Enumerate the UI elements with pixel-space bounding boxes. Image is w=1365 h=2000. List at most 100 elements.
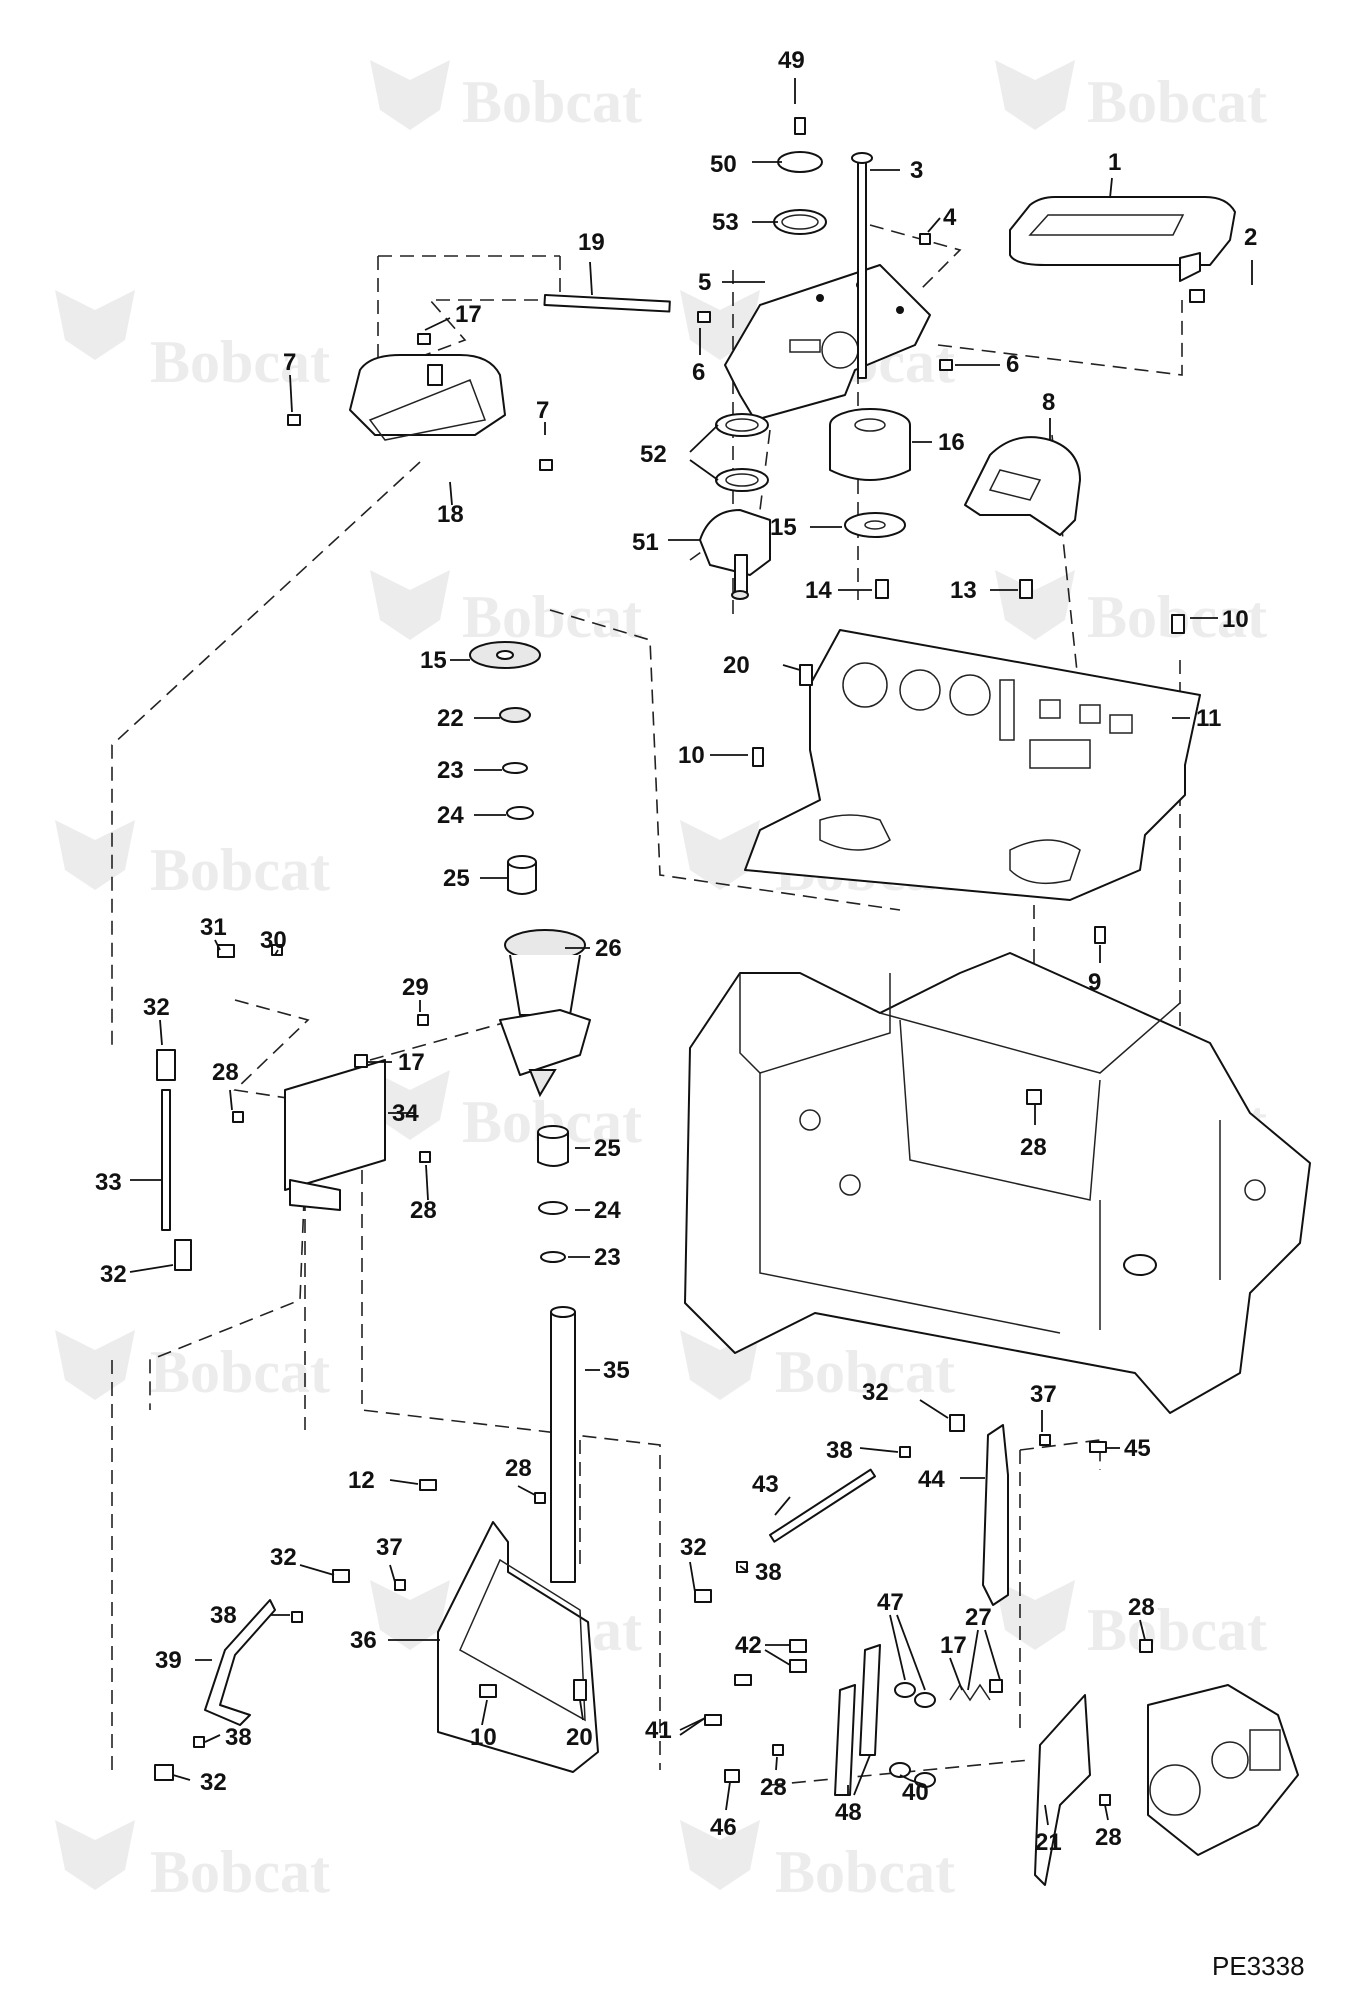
watermark-text: Bobcat <box>150 1839 330 1905</box>
callout-6-left: 6 <box>692 359 705 386</box>
callout-22: 22 <box>437 705 464 732</box>
callout-16: 16 <box>938 429 965 456</box>
callout-47: 47 <box>877 1589 904 1616</box>
handle-left <box>349 354 506 441</box>
bracket-34 <box>284 1059 386 1211</box>
callout-28-left: 28 <box>212 1059 239 1086</box>
callout-53: 53 <box>712 209 739 236</box>
cylinder-16 <box>829 408 911 481</box>
callout-28-bottom-right: 28 <box>1095 1824 1122 1851</box>
dash-panel-11 <box>744 629 1201 901</box>
leader-lines <box>129 78 1253 1826</box>
rod-33 <box>156 1049 192 1271</box>
callout-20-lower: 20 <box>566 1724 593 1751</box>
callout-labels: 49 50 53 3 1 2 4 5 19 17 6 6 7 7 18 52 1… <box>95 47 1257 1856</box>
callout-10-mid: 10 <box>678 742 705 769</box>
callout-10-lower: 10 <box>470 1724 497 1751</box>
callout-8: 8 <box>1042 389 1055 416</box>
callout-20-top: 20 <box>723 652 750 679</box>
watermark-text: Bobcat <box>150 837 330 903</box>
callout-21: 21 <box>1035 1829 1062 1856</box>
callout-28-mid: 28 <box>410 1197 437 1224</box>
callout-1: 1 <box>1108 149 1121 176</box>
watermark-text: Bobcat <box>150 329 330 395</box>
callout-32-upper-left: 32 <box>143 994 170 1021</box>
bracket-plate-36 <box>437 1521 599 1773</box>
callout-28-plate: 28 <box>505 1455 532 1482</box>
callout-42: 42 <box>735 1632 762 1659</box>
callout-7-left: 7 <box>283 349 296 376</box>
column-stack-lower <box>537 1125 569 1263</box>
top-cap-and-ring <box>773 117 873 379</box>
shaft-35 <box>550 1306 576 1583</box>
callout-24-upper: 24 <box>437 802 464 829</box>
callout-7-right: 7 <box>536 397 549 424</box>
callout-23-upper: 23 <box>437 757 464 784</box>
watermark-text: Bobcat <box>462 584 642 650</box>
watermark-15: Bobcat <box>55 1820 330 1905</box>
lever-44 <box>982 1424 1009 1606</box>
callout-32-mid-left: 32 <box>270 1544 297 1571</box>
fasteners <box>193 233 1205 1806</box>
callout-51: 51 <box>632 529 659 556</box>
callout-32-right-top: 32 <box>862 1379 889 1406</box>
washer-15-top <box>844 512 906 538</box>
callout-15-top: 15 <box>770 514 797 541</box>
callout-41: 41 <box>645 1717 672 1744</box>
callout-37-left: 37 <box>376 1534 403 1561</box>
callout-17-top: 17 <box>455 301 482 328</box>
top-bracket-plate <box>724 264 931 421</box>
callout-2: 2 <box>1244 224 1257 251</box>
rod-43 <box>768 1468 876 1543</box>
rings-52 <box>715 413 769 492</box>
watermark-1: Bobcat <box>370 60 642 135</box>
callout-19: 19 <box>578 229 605 256</box>
callout-24-lower: 24 <box>594 1197 621 1224</box>
callout-46: 46 <box>710 1814 737 1841</box>
callout-31: 31 <box>200 914 227 941</box>
handle-8 <box>964 436 1081 536</box>
callout-50: 50 <box>710 151 737 178</box>
callout-52: 52 <box>640 441 667 468</box>
swivel-51 <box>699 509 771 600</box>
callout-26: 26 <box>595 935 622 962</box>
watermark-5: Bobcat <box>370 570 642 650</box>
callout-23-lower: 23 <box>594 1244 621 1271</box>
watermark-3: Bobcat <box>55 290 330 395</box>
watermark-text: Bobcat <box>1087 69 1267 135</box>
watermark-text: Bobcat <box>775 1839 955 1905</box>
callout-15-mid: 15 <box>420 647 447 674</box>
callout-38-lower-left: 38 <box>225 1724 252 1751</box>
callout-32-mid-right: 32 <box>680 1534 707 1561</box>
rod-19 <box>543 294 671 313</box>
chassis-frame <box>684 952 1311 1414</box>
callout-39: 39 <box>155 1647 182 1674</box>
watermark-text: Bobcat <box>775 1339 955 1405</box>
callout-32-lower-left: 32 <box>100 1261 127 1288</box>
callout-12: 12 <box>348 1467 375 1494</box>
watermark-2: Bobcat <box>995 60 1267 135</box>
callout-44: 44 <box>918 1466 945 1493</box>
callout-32-bottom-left: 32 <box>200 1769 227 1796</box>
callout-45: 45 <box>1124 1435 1151 1462</box>
callout-28-bottom-mid: 28 <box>760 1774 787 1801</box>
handle-top-right <box>1009 196 1236 282</box>
link-39 <box>154 1599 276 1781</box>
callout-28-pump-top: 28 <box>1128 1594 1155 1621</box>
callout-11: 11 <box>1196 705 1221 732</box>
bobcat-watermarks: Bobcat Bobcat Bobcat Bobcat Bobcat Bobca… <box>55 60 1267 1905</box>
watermark-12: Bobcat <box>680 1330 955 1405</box>
callout-6-right: 6 <box>1006 351 1019 378</box>
callout-17-mid: 17 <box>398 1049 425 1076</box>
steering-column-26 <box>499 929 591 1098</box>
callout-25-lower: 25 <box>594 1135 621 1162</box>
watermark-text: Bobcat <box>462 69 642 135</box>
callout-25-upper: 25 <box>443 865 470 892</box>
callout-29: 29 <box>402 974 429 1001</box>
callout-36: 36 <box>350 1627 377 1654</box>
callout-10-right: 10 <box>1222 606 1249 633</box>
callout-48: 48 <box>835 1799 862 1826</box>
watermark-16: Bobcat <box>680 1820 955 1905</box>
callout-49: 49 <box>778 47 805 74</box>
